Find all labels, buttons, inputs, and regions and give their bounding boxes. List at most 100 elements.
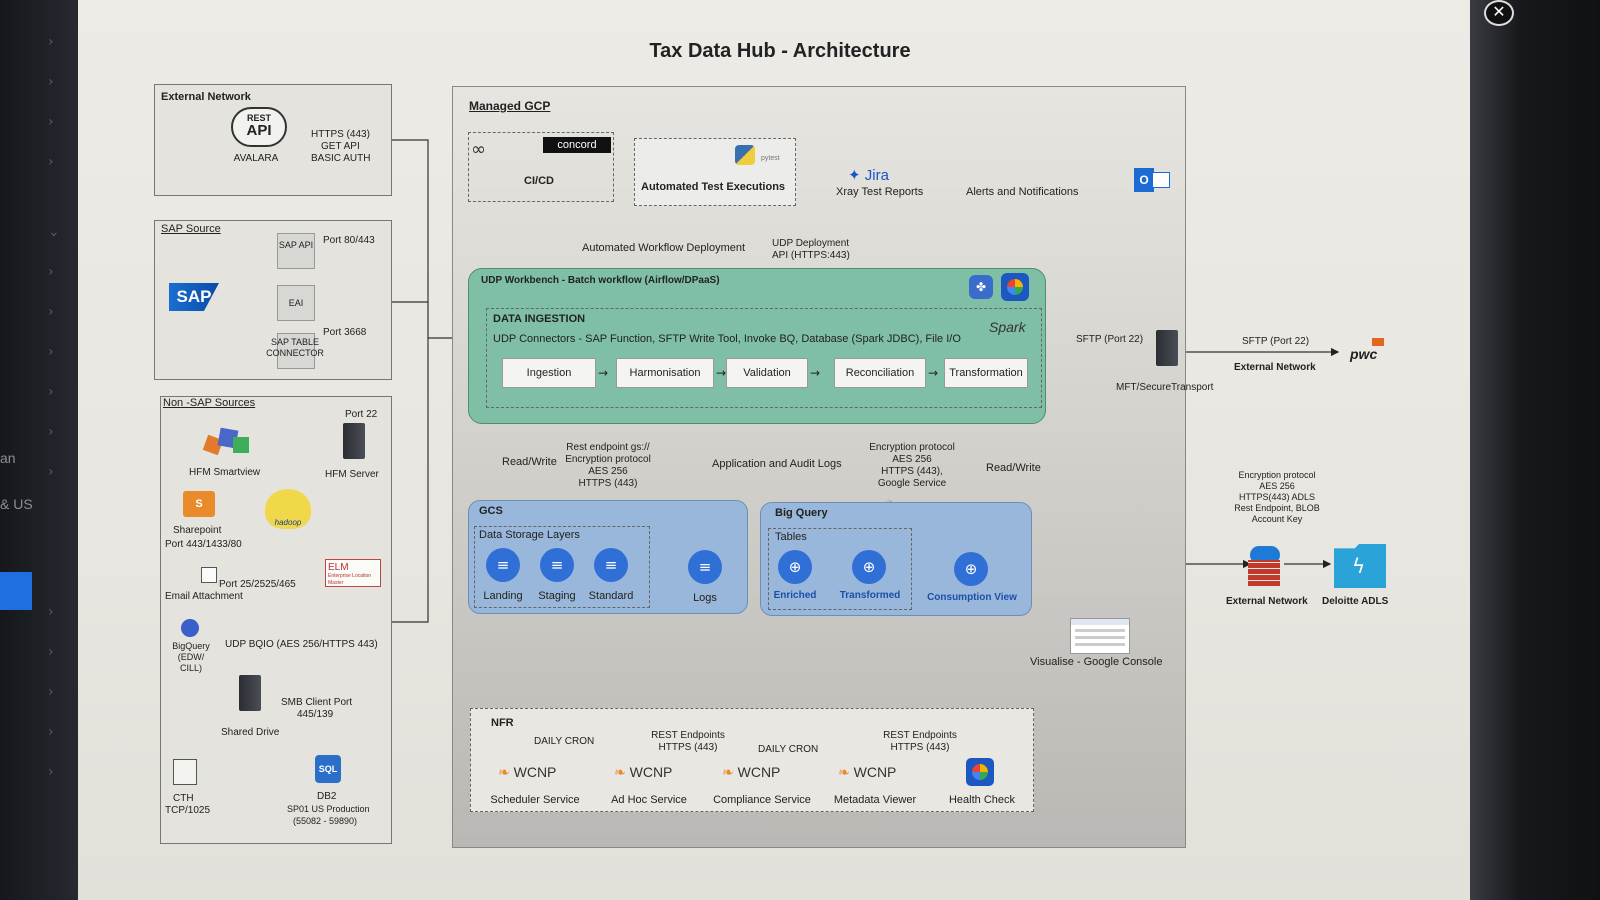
udp-workbench: UDP Workbench - Batch workflow (Airflow/…	[468, 268, 1046, 424]
wcnp-icon: ❧	[838, 765, 850, 781]
smb-label-1: SMB Client Port	[281, 697, 353, 708]
email-ports: Port 25/2525/465	[219, 579, 296, 590]
mail-icon	[1152, 172, 1170, 188]
connectors-label: UDP Connectors - SAP Function, SFTP Writ…	[493, 333, 961, 345]
rest-endpoints-1a: REST Endpoints	[651, 730, 725, 741]
pwc-logo: pwc	[1350, 346, 1378, 362]
sftp-label-1: SFTP (Port 22)	[1076, 334, 1144, 345]
rest-endpoint-1: Rest endpoint gs://	[566, 442, 650, 453]
rest-endpoint-2: Encryption protocol	[565, 454, 651, 465]
wcnp-logo: ❧ WCNP	[722, 764, 780, 781]
wcnp-label: WCNP	[737, 764, 781, 780]
wcnp-logo: ❧ WCNP	[838, 764, 896, 781]
cth-icon	[173, 759, 197, 785]
pipeline-step-validation: Validation	[726, 358, 808, 388]
external-network-label-1: External Network	[1234, 362, 1316, 373]
bigquery-table-icon: ⊕	[778, 550, 812, 584]
elm-sub-label: Enterprise Location Master	[328, 573, 372, 586]
sidebar-text: & US	[0, 496, 33, 512]
db2-label: DB2	[317, 791, 337, 802]
cicd-label: CI/CD	[524, 175, 554, 187]
automated-tests-label: Automated Test Executions	[641, 181, 786, 193]
chevron-right-icon: ›	[48, 34, 54, 50]
staging-label: Staging	[538, 590, 576, 602]
standard-label: Standard	[588, 590, 634, 602]
sap-source-panel: SAP Source SAP SAP API EAI SAP TABLE CON…	[154, 220, 392, 380]
sidebar-selected-item[interactable]	[0, 572, 32, 610]
right-bezel	[1468, 0, 1600, 900]
udp-title: UDP Workbench - Batch workflow (Airflow/…	[481, 275, 720, 286]
sap-table-connector-label: SAP TABLE CONNECTOR	[266, 337, 324, 358]
port-80-443: Port 80/443	[323, 235, 375, 246]
google-console-thumbnail	[1070, 618, 1130, 654]
ad-hoc-service-label: Ad Hoc Service	[611, 794, 687, 806]
daily-cron-2: DAILY CRON	[758, 744, 819, 755]
external-network-label-2: External Network	[1226, 596, 1308, 607]
shared-drive-label: Shared Drive	[221, 727, 280, 738]
read-write-right: Read/Write	[986, 462, 1041, 474]
hfm-server-icon	[343, 423, 365, 459]
wcnp-label: WCNP	[513, 764, 557, 780]
workflow-deploy-label: Automated Workflow Deployment	[582, 242, 746, 254]
data-ingestion-box: DATA INGESTION UDP Connectors - SAP Func…	[486, 308, 1042, 408]
sidebar-text: an	[0, 450, 16, 466]
right-enc-2: AES 256	[1259, 481, 1295, 491]
bqio-label: UDP BQIO (AES 256/HTTPS 443)	[225, 639, 378, 650]
rest-endpoints-2a: REST Endpoints	[883, 730, 957, 741]
https-label: HTTPS (443)	[311, 129, 370, 140]
sap-table-connector-box	[277, 333, 315, 369]
chevron-right-icon: ›	[48, 424, 54, 440]
logs-storage-icon: ≡	[688, 550, 722, 584]
wcnp-logo: ❧ WCNP	[498, 764, 556, 781]
rest-endpoint-4: HTTPS (443)	[578, 478, 638, 489]
get-api-label: GET API	[321, 141, 360, 152]
data-storage-layers-box: Data Storage Layers	[474, 526, 650, 608]
eai-label: EAI	[288, 298, 304, 308]
chevron-right-icon: ›	[48, 604, 54, 620]
jira-icon: ✦	[848, 166, 861, 184]
chevron-right-icon: ›	[48, 724, 54, 740]
python-icon	[735, 145, 755, 165]
infinity-icon: ∞	[471, 139, 486, 160]
hfm-smartview-label: HFM Smartview	[189, 467, 261, 478]
airflow-icon: ✤	[969, 275, 993, 299]
close-button[interactable]: ✕	[1484, 0, 1514, 26]
visualise-label: Visualise - Google Console	[1030, 656, 1163, 668]
tables-title: Tables	[775, 531, 807, 543]
wcnp-icon: ❧	[614, 765, 626, 781]
encryption-4: Google Service	[877, 478, 947, 489]
chevron-right-icon: ›	[48, 684, 54, 700]
managed-gcp-title: Managed GCP	[469, 99, 551, 113]
diagram-title: Tax Data Hub - Architecture	[649, 40, 911, 62]
right-enc-4: Rest Endpoint, BLOB	[1234, 503, 1320, 513]
health-check-label: Health Check	[948, 794, 1016, 806]
outlook-icon: O	[1134, 168, 1154, 192]
shared-drive-icon	[239, 675, 261, 711]
pipeline-step-transformation: Transformation	[944, 358, 1028, 388]
pytest-label: pytest	[761, 155, 780, 162]
udp-deploy-label-1: UDP Deployment	[772, 238, 850, 249]
eai-box: EAI	[277, 285, 315, 321]
concord-logo: concord	[543, 137, 611, 153]
chevron-down-icon: ⌄	[48, 224, 60, 240]
scheduler-service-label: Scheduler Service	[490, 794, 580, 806]
chevron-right-icon: ›	[48, 304, 54, 320]
encryption-3: HTTPS (443),	[881, 466, 943, 477]
external-network-panel: External Network REST API AVALARA HTTPS …	[154, 84, 392, 196]
jira-label: Jira	[864, 167, 889, 184]
db2-sub-2: (55082 - 59890)	[293, 816, 358, 826]
external-network-title: External Network	[161, 91, 251, 103]
non-sap-panel: Non -SAP Sources Port 22 HFM Smartview H…	[160, 396, 392, 844]
cth-label-1: CTH	[173, 793, 194, 804]
cth-label-2: TCP/1025	[165, 805, 211, 816]
hadoop-label: hadoop	[274, 518, 302, 527]
logs-label: Logs	[693, 592, 717, 604]
jira-logo: ✦ Jira	[848, 166, 889, 184]
avalara-label: AVALARA	[233, 153, 279, 164]
email-label: Email Attachment	[165, 591, 243, 602]
sql-icon: SQL	[315, 755, 341, 783]
basic-auth-label: BASIC AUTH	[311, 153, 371, 164]
right-enc-1: Encryption protocol	[1238, 470, 1316, 480]
deloitte-adls-label: Deloitte ADLS	[1322, 596, 1389, 607]
api-label: API	[246, 122, 272, 139]
